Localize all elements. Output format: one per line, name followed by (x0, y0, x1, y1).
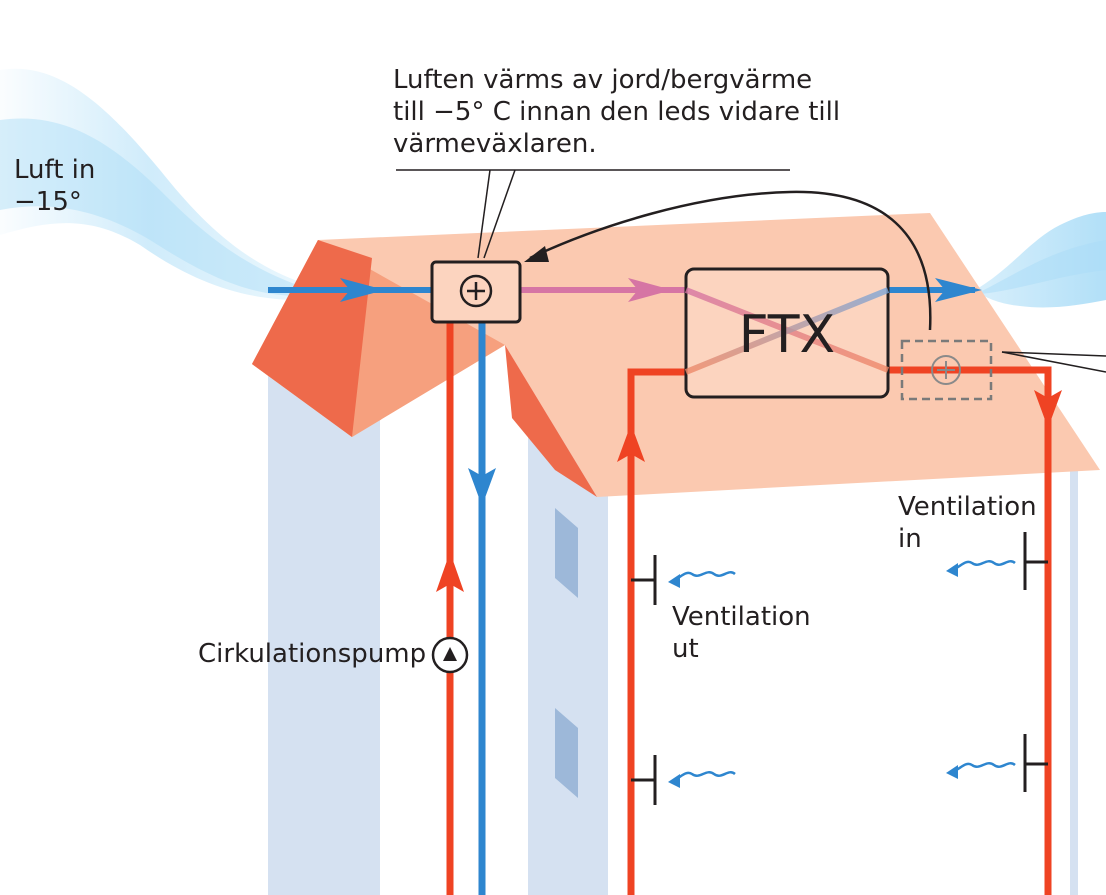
wall-left (268, 370, 380, 895)
arrow-icon (468, 468, 496, 506)
airflow-wave-icon (946, 762, 1016, 779)
airflow-wave-icon (668, 571, 736, 588)
vents (631, 532, 1048, 805)
preheater-box (430, 260, 522, 324)
pump-icon (431, 636, 469, 674)
ftx-unit (684, 267, 890, 399)
callout-text: Luften värms av jord/bergvärme till −5° … (393, 65, 841, 159)
exhaust-vent (631, 755, 657, 805)
air-in-label: Luft in −15° (14, 155, 96, 217)
afterheater-box (900, 339, 993, 401)
arrow-icon (1034, 390, 1062, 428)
wind-outgoing (975, 212, 1106, 308)
arrow-icon (935, 278, 982, 302)
ventilation-out-label: Ventilation ut (672, 602, 811, 664)
ventilation-in-label: Ventilation in (898, 492, 1037, 554)
airflow-wave-icon (946, 560, 1016, 577)
arrow-icon (340, 278, 385, 302)
arrow-icon (436, 552, 464, 592)
wind-incoming (0, 68, 300, 300)
wall-right-edge (1070, 470, 1078, 895)
air-flow (268, 278, 982, 302)
arrow-icon (617, 424, 645, 462)
arrow-icon (628, 278, 672, 302)
callout-leaders (396, 169, 1106, 373)
supply-vent (1023, 734, 1048, 792)
exhaust-vent (631, 555, 657, 605)
ftx-label: FTX (738, 305, 836, 365)
arrow-icon (524, 246, 549, 262)
supply-vent (1023, 532, 1048, 590)
window (555, 708, 578, 798)
wall-middle (528, 420, 608, 895)
return-arrow (524, 190, 932, 331)
building (268, 370, 1078, 895)
airflow-wave-icon (668, 771, 736, 788)
pump-label: Cirkulationspump (198, 639, 427, 669)
window (555, 508, 578, 598)
heater-plus-icon (931, 355, 961, 385)
airflow-waves (668, 560, 1016, 788)
heat-exchanger-plus-icon (459, 274, 493, 308)
